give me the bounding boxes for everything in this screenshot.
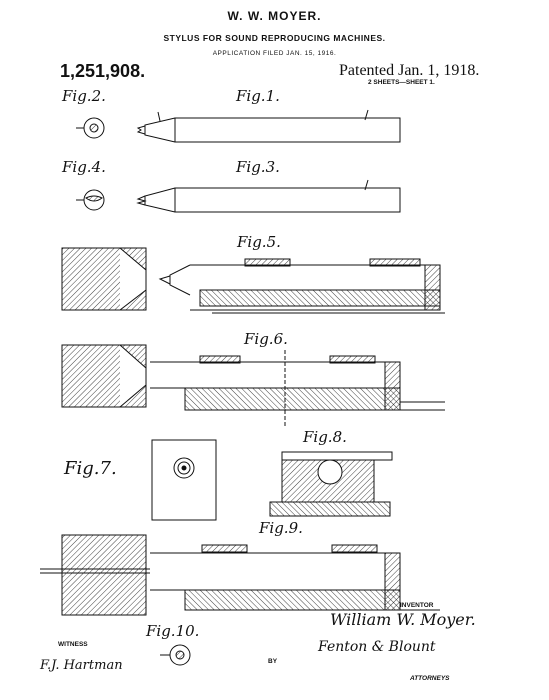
- fig7-end-drawing: [151, 439, 217, 521]
- fig7-caption: Fig.7.: [64, 458, 117, 479]
- fig2-caption: Fig.2.: [62, 87, 106, 105]
- fig9-caption: Fig.9.: [259, 519, 303, 537]
- fig1-caption: Fig.1.: [236, 87, 280, 105]
- fig5-caption: Fig.5.: [237, 233, 281, 251]
- fig6-assembly-drawing: [61, 344, 445, 428]
- patented-date: Patented Jan. 1, 1918.: [339, 62, 480, 79]
- attorney-signature: Fenton & Blount: [318, 639, 436, 655]
- fig4-end-view: [76, 189, 105, 211]
- by-label: BY: [268, 658, 278, 665]
- inventor-signature: William W. Moyer.: [330, 610, 476, 629]
- fig3-stylus-drawing: [136, 179, 401, 213]
- fig3-caption: Fig.3.: [236, 158, 280, 176]
- witness-signature: F.J. Hartman: [40, 658, 123, 673]
- fig10-caption: Fig.10.: [146, 622, 200, 640]
- fig2-end-view: [76, 117, 105, 139]
- fig9-assembly-drawing: [40, 534, 440, 616]
- fig8-section-drawing: [269, 451, 393, 517]
- fig4-caption: Fig.4.: [62, 158, 106, 176]
- fig10-end-view: [160, 644, 191, 666]
- patent-title: STYLUS FOR SOUND REPRODUCING MACHINES.: [163, 33, 386, 43]
- fig1-stylus-drawing: [136, 109, 401, 143]
- inventor-label: INVENTOR: [400, 602, 434, 609]
- patent-number: 1,251,908.: [60, 61, 146, 81]
- inventor-name: W. W. MOYER.: [227, 9, 322, 23]
- application-filed: APPLICATION FILED JAN. 15, 1916.: [212, 50, 337, 57]
- fig8-caption: Fig.8.: [303, 428, 347, 446]
- witness-label: WITNESS: [58, 641, 88, 648]
- sheets-note: 2 SHEETS—SHEET 1.: [368, 79, 435, 86]
- fig6-caption: Fig.6.: [244, 330, 288, 348]
- fig5-assembly-drawing: [61, 247, 445, 314]
- attorneys-label: ATTORNEYS: [410, 675, 450, 682]
